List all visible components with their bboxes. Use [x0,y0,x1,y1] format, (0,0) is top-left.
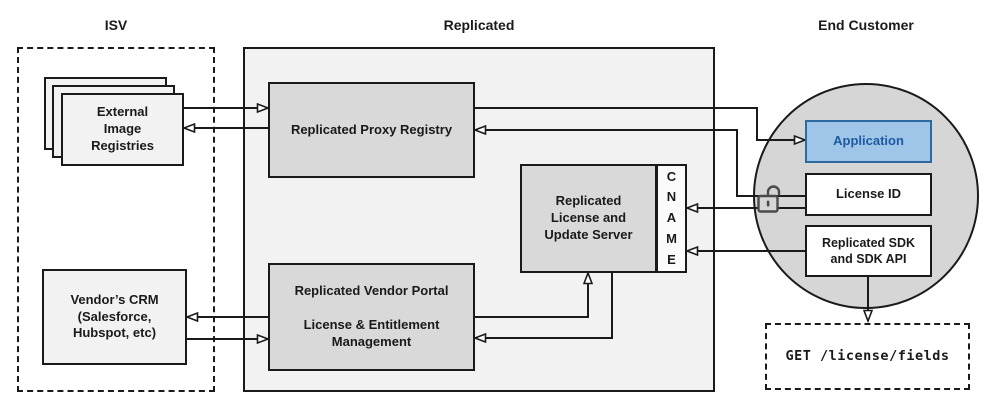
get-license-fields-node: GET /license/fields [765,323,970,390]
end-customer-section-title: End Customer [818,17,914,33]
vendors-crm-node: Vendor’s CRM (Salesforce, Hubspot, etc) [42,269,187,365]
replicated-sdk-node: Replicated SDK and SDK API [805,225,932,277]
isv-section-title: ISV [104,17,128,33]
license-update-server-node: Replicated License and Update Server [520,164,657,273]
vendor-portal-node: Replicated Vendor Portal License & Entit… [268,263,475,371]
license-id-node: License ID [805,173,932,216]
replicated-proxy-registry-node: Replicated Proxy Registry [268,82,475,178]
isv-section-box [17,47,215,392]
replicated-section-title: Replicated [443,17,515,33]
external-image-registries-node: External Image Registries [61,93,184,166]
cname-node: C N A M E [656,164,687,273]
unlocked-padlock-icon [754,182,786,214]
application-node: Application [805,120,932,163]
